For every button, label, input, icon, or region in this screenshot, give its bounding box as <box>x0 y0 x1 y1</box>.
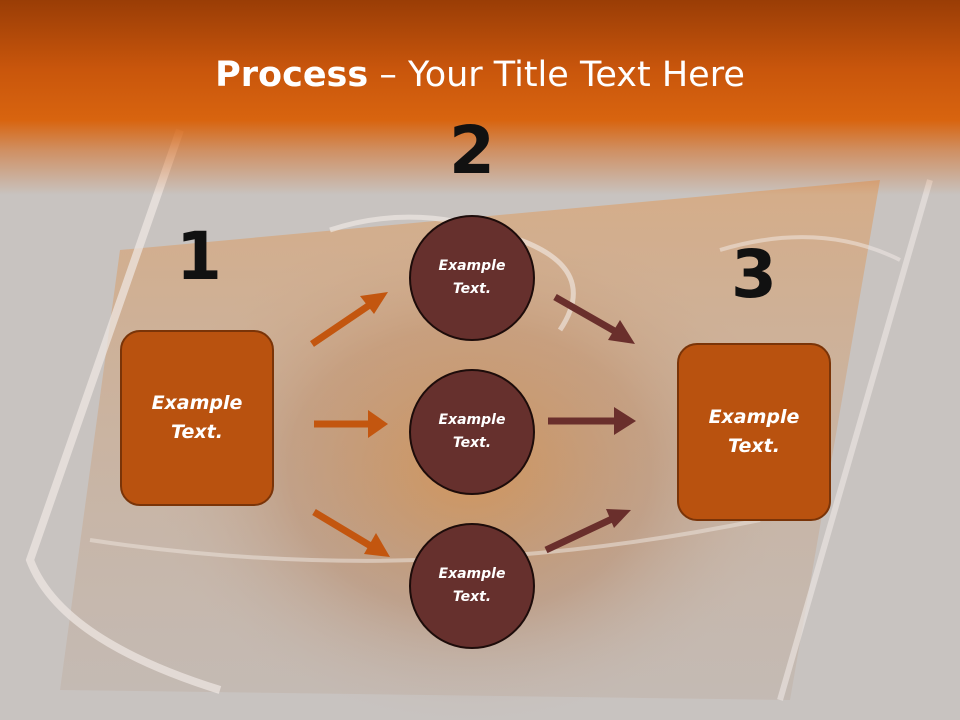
circle-middle-label: Example Text. <box>438 412 506 451</box>
title-bold: Process <box>215 55 369 95</box>
circle-bottom-label: Example Text. <box>438 566 506 605</box>
arrow-left-to-bottom <box>312 508 390 557</box>
step-number-3: 3 <box>731 236 777 313</box>
arrow-bottom-to-right <box>544 509 631 554</box>
right-step-label: Example Text. <box>708 406 800 457</box>
right-step-box: Example Text. <box>677 343 831 521</box>
circle-top: Example Text. <box>409 215 535 341</box>
title-rest: – Your Title Text Here <box>368 55 745 95</box>
arrow-middle-to-right <box>548 407 636 435</box>
slide-title: Process – Your Title Text Here <box>0 52 960 98</box>
left-step-box: Example Text. <box>120 330 274 506</box>
header-band <box>0 0 960 195</box>
arrow-left-to-middle <box>314 410 388 438</box>
arrow-left-to-top <box>310 292 388 347</box>
circle-middle: Example Text. <box>409 369 535 495</box>
circle-top-label: Example Text. <box>438 258 506 297</box>
left-step-label: Example Text. <box>151 392 243 443</box>
circle-bottom: Example Text. <box>409 523 535 649</box>
step-number-2: 2 <box>449 112 495 189</box>
arrow-top-to-right <box>553 293 635 344</box>
step-number-1: 1 <box>176 218 222 295</box>
